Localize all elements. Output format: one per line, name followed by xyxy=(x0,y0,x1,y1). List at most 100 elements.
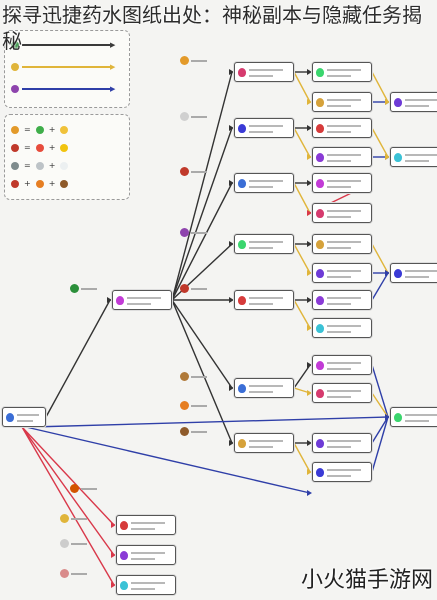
potion-node xyxy=(234,378,294,398)
potion-bottle-icon xyxy=(316,389,324,398)
arrow-head xyxy=(111,552,116,558)
connector-line xyxy=(21,426,115,586)
connector-line xyxy=(371,392,389,418)
arrow-head xyxy=(229,241,234,247)
ingredient-text-placeholder xyxy=(71,517,87,520)
potion-node xyxy=(116,515,176,535)
arrow-head xyxy=(111,582,116,588)
ingredient-icon xyxy=(180,167,189,176)
ingredient-text-placeholder xyxy=(191,430,207,433)
connector-line xyxy=(171,299,233,389)
arrow-head xyxy=(229,180,234,186)
potion-node xyxy=(312,383,372,403)
node-text-placeholder xyxy=(327,396,351,398)
connector-line xyxy=(21,426,115,526)
node-text-placeholder xyxy=(327,270,361,272)
potion-bottle-icon xyxy=(316,209,324,218)
node-text-placeholder xyxy=(327,325,361,327)
arrow-head xyxy=(307,99,312,105)
node-text-placeholder xyxy=(127,297,161,299)
potion-bottle-icon xyxy=(120,551,128,560)
node-text-placeholder xyxy=(327,440,361,442)
potion-bottle-icon xyxy=(238,179,246,188)
node-text-placeholder xyxy=(131,528,155,530)
ingredient-6-icon xyxy=(180,284,207,293)
connector-line xyxy=(293,243,311,274)
node-text-placeholder xyxy=(327,276,351,278)
arrow-head xyxy=(229,440,234,446)
potion-bottle-icon xyxy=(238,384,246,393)
arrow-head xyxy=(307,469,312,475)
connector-line xyxy=(371,416,389,444)
potion-node xyxy=(312,203,372,223)
potion-node xyxy=(390,407,437,427)
connector-line xyxy=(371,364,389,418)
connector-line xyxy=(171,299,233,444)
connector-line xyxy=(293,182,311,214)
node-text-placeholder xyxy=(327,331,351,333)
arrow-head xyxy=(385,270,390,276)
potion-bottle-icon xyxy=(316,124,324,133)
node-text-placeholder xyxy=(131,588,155,590)
node-text-placeholder xyxy=(249,303,273,305)
potion-node xyxy=(312,62,372,82)
equation-row: =+ xyxy=(11,161,69,170)
ingredient-icon xyxy=(70,484,79,493)
node-text-placeholder xyxy=(249,297,283,299)
potion-bottle-icon xyxy=(394,413,402,422)
connector-line xyxy=(371,416,389,473)
potion-bottle-icon xyxy=(316,324,324,333)
potion-node xyxy=(312,290,372,310)
connector-line xyxy=(171,127,233,301)
node-text-placeholder xyxy=(249,391,273,393)
potion-node xyxy=(312,433,372,453)
node-text-placeholder xyxy=(327,131,351,133)
node-text-placeholder xyxy=(17,420,33,422)
ingredient-text-placeholder xyxy=(71,542,87,545)
node-text-placeholder xyxy=(405,99,437,101)
ingredient-icon xyxy=(180,427,189,436)
node-text-placeholder xyxy=(327,469,361,471)
potion-bottle-icon xyxy=(316,153,324,162)
legend-line xyxy=(22,44,110,46)
potion-node xyxy=(234,433,294,453)
connector-line xyxy=(293,299,311,329)
potion-bottle-icon xyxy=(316,68,324,77)
node-text-placeholder xyxy=(127,303,151,305)
ingredient-icon xyxy=(70,284,79,293)
equation-row: ++ xyxy=(11,179,69,188)
watermark: 小火猫手游网 xyxy=(300,568,433,593)
potion-bottle-icon xyxy=(394,269,402,278)
potion-bottle-icon xyxy=(120,581,128,590)
potion-node xyxy=(312,462,372,482)
arrow-head xyxy=(307,154,312,160)
connector-line xyxy=(371,71,389,103)
ingredient-text-placeholder xyxy=(71,572,87,575)
node-text-placeholder xyxy=(327,180,361,182)
ingredient-7-icon xyxy=(180,372,207,381)
legend-row-black: ▶ xyxy=(11,41,115,49)
ingredient-icon xyxy=(180,372,189,381)
node-text-placeholder xyxy=(327,69,361,71)
node-text-placeholder xyxy=(249,440,283,442)
potion-bottle-icon xyxy=(238,68,246,77)
potion-bottle-icon xyxy=(238,296,246,305)
connector-line xyxy=(171,182,233,301)
node-text-placeholder xyxy=(327,362,361,364)
node-text-placeholder xyxy=(327,210,361,212)
node-text-placeholder xyxy=(405,154,437,156)
arrow-head xyxy=(307,210,312,216)
ingredient-icon xyxy=(180,56,189,65)
potion-node xyxy=(312,318,372,338)
arrow-head xyxy=(385,99,390,105)
node-text-placeholder xyxy=(405,420,429,422)
potion-bottle-icon xyxy=(394,153,402,162)
ingredient-text-placeholder xyxy=(81,487,97,490)
ingredient-icon xyxy=(11,63,19,71)
ingredient-11-icon xyxy=(60,514,87,523)
ingredient-9-icon xyxy=(180,427,207,436)
arrow-head xyxy=(307,297,312,303)
legend-line xyxy=(22,66,110,68)
arrow-head xyxy=(307,241,312,247)
arrow-head xyxy=(307,69,312,75)
